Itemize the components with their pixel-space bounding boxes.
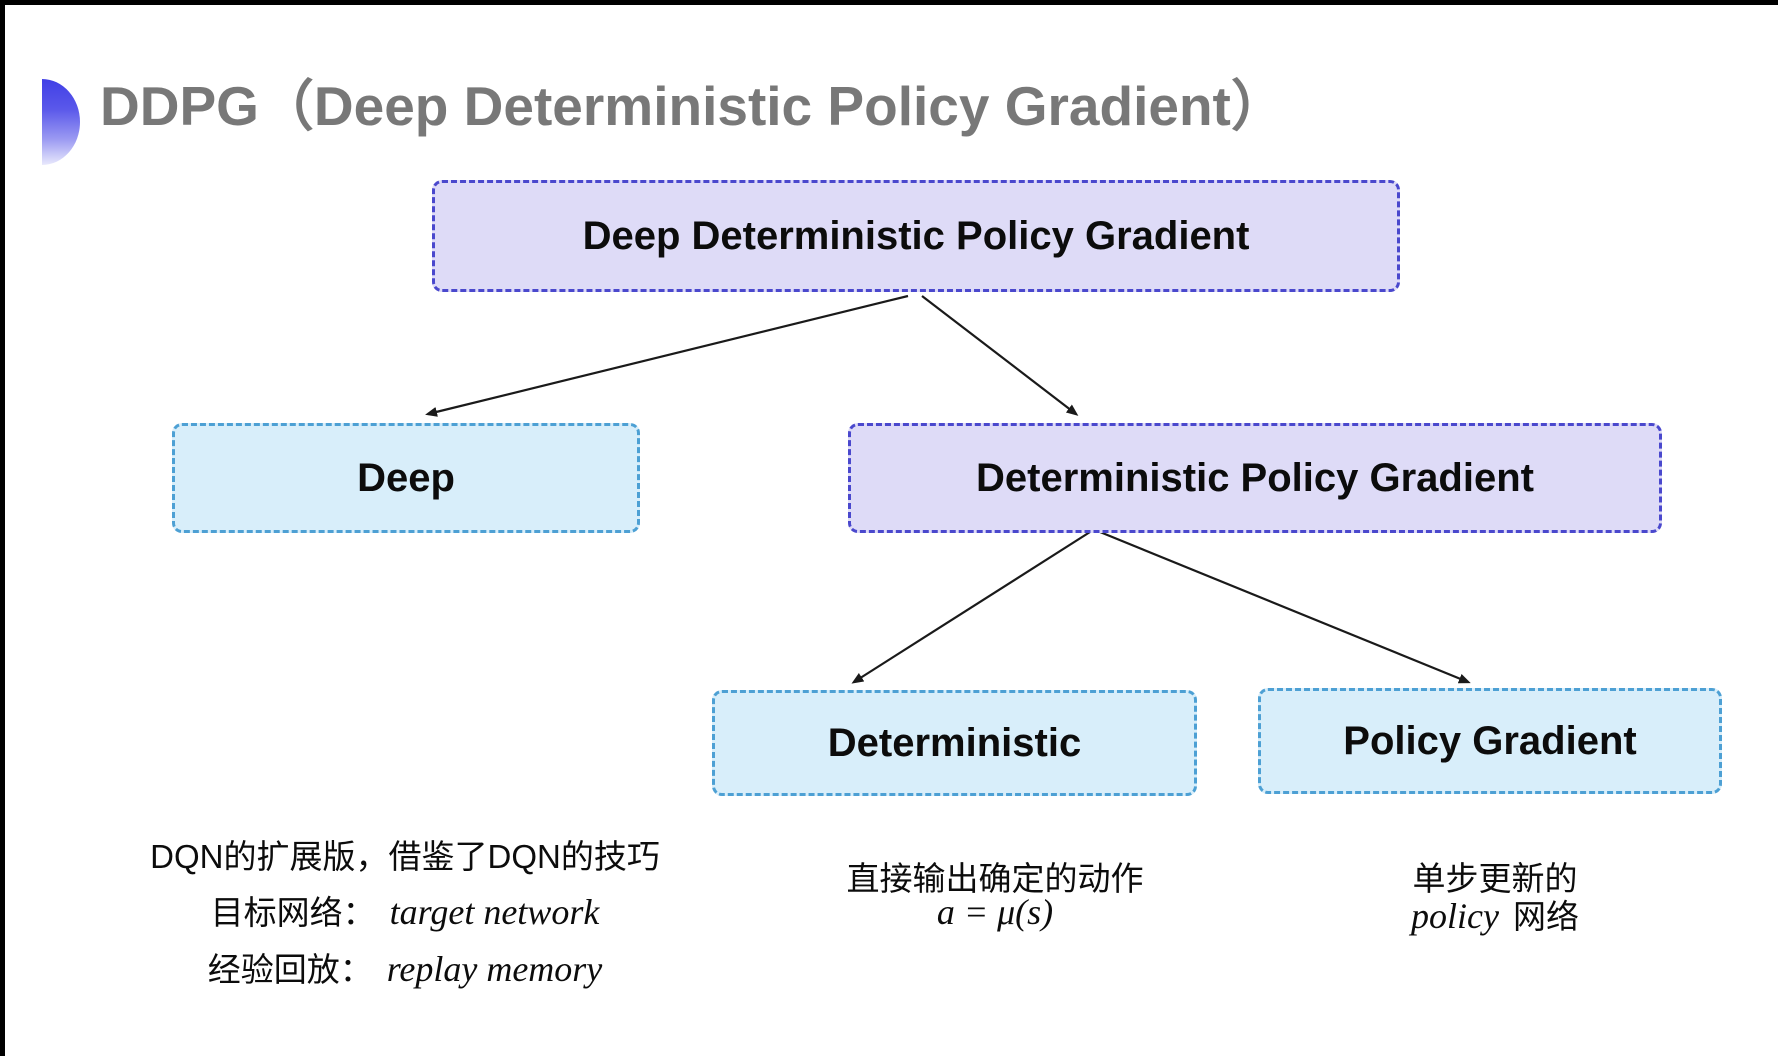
note-target-network: 目标网络： target network (110, 886, 700, 934)
left-border-line (0, 0, 5, 1056)
arrow-dpg-to-policy-gradient (1099, 530, 1471, 684)
note-replay-memory-en: replay memory (386, 949, 603, 989)
node-policy-gradient: Policy Gradient (1258, 688, 1722, 794)
note-policy-network-zh: 网络 (1512, 898, 1579, 935)
note-deep-summary: DQN的扩展版，借鉴了DQN的技巧 (150, 838, 660, 875)
note-deterministic-formula: a = μ(s) (936, 892, 1054, 932)
node-deterministic: Deterministic (712, 690, 1197, 796)
bullet-halfcircle-icon (42, 79, 80, 165)
arrow-root-to-deep (425, 294, 909, 417)
node-label: Deterministic (827, 720, 1082, 765)
node-deterministic-policy-gradient: Deterministic Policy Gradient (848, 423, 1662, 533)
arrow-dpg-to-deterministic (851, 531, 1091, 684)
node-deep-deterministic-policy-gradient: Deep Deterministic Policy Gradient (432, 180, 1400, 292)
note-policy-gradient-desc: 单步更新的 (1412, 860, 1578, 897)
page-title: DDPG（Deep Deterministic Policy Gradient） (100, 75, 1286, 137)
note-target-network-zh: 目标网络： (210, 894, 376, 931)
note-replay-memory: 经验回放： replay memory (110, 943, 700, 991)
note-target-network-en: target network (389, 892, 600, 932)
node-label: Deterministic Policy Gradient (976, 455, 1534, 500)
top-border-line (0, 0, 1778, 5)
note-policy-network-en: policy (1411, 896, 1499, 936)
node-label: Deep Deterministic Policy Gradient (582, 213, 1250, 258)
node-label: Deep (357, 455, 455, 500)
arrow-root-to-dpg (921, 295, 1079, 416)
note-policy-network: policy 网络 (1330, 890, 1660, 938)
note-replay-memory-zh: 经验回放： (207, 951, 373, 988)
node-label: Policy Gradient (1343, 718, 1637, 763)
note-deterministic-desc: 直接输出确定的动作 (846, 860, 1144, 897)
node-deep: Deep (172, 423, 640, 533)
